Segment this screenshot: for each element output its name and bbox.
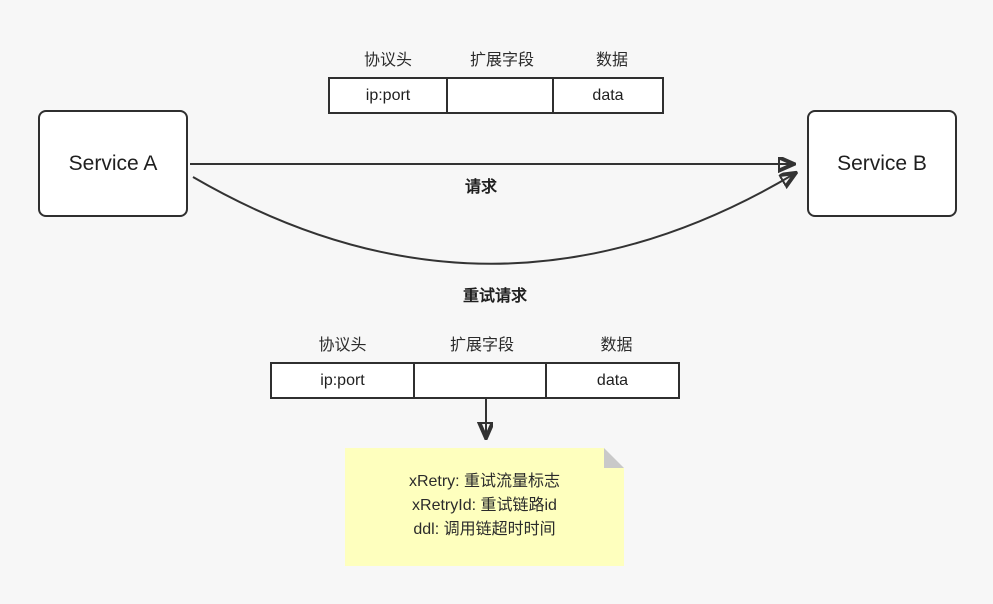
packet-bottom-cell-ip-port: ip:port [270,362,415,399]
retry-arrow-label: 重试请求 [462,288,527,305]
packet-bottom-cell-extension [413,362,547,399]
packet-bottom-label-data: 数据 [600,337,633,354]
service-a-label: Service A [68,151,158,175]
packet-top-label-protocol-header: 协议头 [363,52,412,69]
packet-top: 协议头 扩展字段 数据 ip:port data [328,46,668,114]
service-b-box: Service B [807,110,957,217]
packet-top-cell-data: data [552,77,664,114]
packet-top-cells: ip:port data [328,77,668,114]
packet-top-label-data: 数据 [595,52,628,69]
packet-bottom-cell-data: data [545,362,680,399]
note-body: xRetry: 重试流量标志 xRetryId: 重试链路id ddl: 调用链… [345,448,624,542]
note: xRetry: 重试流量标志 xRetryId: 重试链路id ddl: 调用链… [345,448,624,566]
packet-top-cell-extension [446,77,554,114]
service-b-label: Service B [837,151,927,175]
packet-bottom-cells: ip:port data [270,362,684,399]
packet-bottom: 协议头 扩展字段 数据 ip:port data [270,331,684,399]
packet-top-cell-ip-port: ip:port [328,77,448,114]
packet-top-labels: 协议头 扩展字段 数据 [328,46,668,70]
packet-top-label-extension-field: 扩展字段 [469,52,534,69]
service-a-box: Service A [38,110,188,217]
request-arrow-label: 请求 [464,179,497,196]
note-line-ddl: ddl: 调用链超时时间 [413,521,556,538]
note-fold-corner-icon [604,448,624,468]
packet-bottom-label-protocol-header: 协议头 [318,337,367,354]
packet-bottom-label-extension-field: 扩展字段 [449,337,514,354]
packet-bottom-labels: 协议头 扩展字段 数据 [270,331,684,355]
note-line-xretryid: xRetryId: 重试链路id [412,497,557,514]
note-line-xretry: xRetry: 重试流量标志 [408,473,561,490]
